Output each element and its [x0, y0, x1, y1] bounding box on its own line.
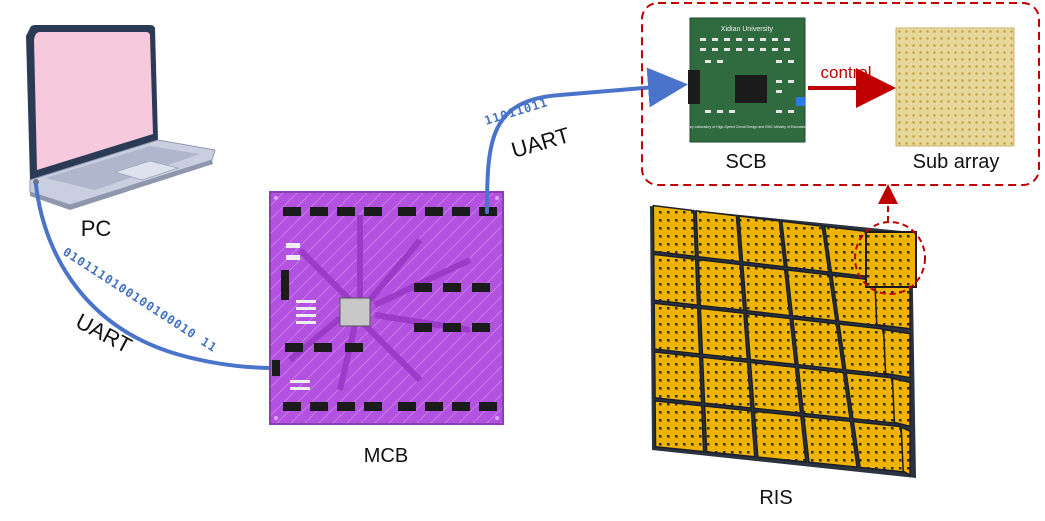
ris-tile	[738, 215, 786, 268]
ris-tile	[701, 356, 752, 409]
ris-tile	[791, 317, 844, 371]
ris-tile	[652, 204, 697, 258]
bitstream-right: 11011011	[483, 95, 550, 128]
ris-tile	[703, 405, 756, 458]
ris-tile	[654, 399, 705, 453]
pc-label: PC	[81, 216, 112, 241]
ris-highlighted-tile	[865, 231, 917, 288]
ris-tile	[786, 269, 837, 322]
scb-board: Xidian University Key Laboratory of High…	[688, 17, 807, 143]
controller-dashed-box	[641, 2, 1040, 186]
uart-right-label: UART	[508, 122, 572, 162]
ris-tile	[852, 420, 910, 474]
scb-board-title: Xidian University	[721, 26, 774, 33]
uart-cable-mcb-scb	[485, 67, 688, 214]
ris-tile	[653, 302, 701, 355]
control-label: control	[820, 63, 871, 82]
ris-panel	[650, 204, 916, 478]
ris-tile	[653, 351, 703, 404]
ris-tile	[745, 312, 796, 366]
ris-tile	[802, 415, 858, 469]
ris-tile	[900, 426, 911, 477]
scb-board-footer: Key Laboratory of High-Speed Circuit Des…	[688, 125, 807, 129]
sub-array-board	[895, 27, 1015, 147]
ris-tile	[741, 263, 791, 317]
ris-tile	[780, 220, 830, 273]
scb-fpga-chip	[735, 75, 767, 103]
mcb-mcu-chip	[339, 297, 371, 327]
ris-tile	[753, 410, 807, 463]
ris-tile	[845, 371, 901, 425]
ris-label: RIS	[759, 487, 792, 509]
mcb-board	[269, 191, 504, 425]
ris-tile	[697, 258, 745, 312]
sub-array-label: Sub array	[913, 151, 1000, 173]
ris-tile	[699, 307, 749, 361]
ris-tile	[695, 209, 741, 263]
mcb-label: MCB	[364, 445, 408, 467]
uart-cable-pc-mcb	[34, 183, 277, 370]
ris-tile	[749, 361, 802, 415]
scb-label: SCB	[725, 151, 766, 173]
ris-tile	[882, 328, 911, 379]
ris-tile	[797, 366, 851, 420]
ris-highlight-circle	[854, 221, 926, 295]
laptop-icon	[26, 25, 216, 210]
ris-tile	[891, 377, 911, 428]
ris-tile	[652, 253, 699, 307]
